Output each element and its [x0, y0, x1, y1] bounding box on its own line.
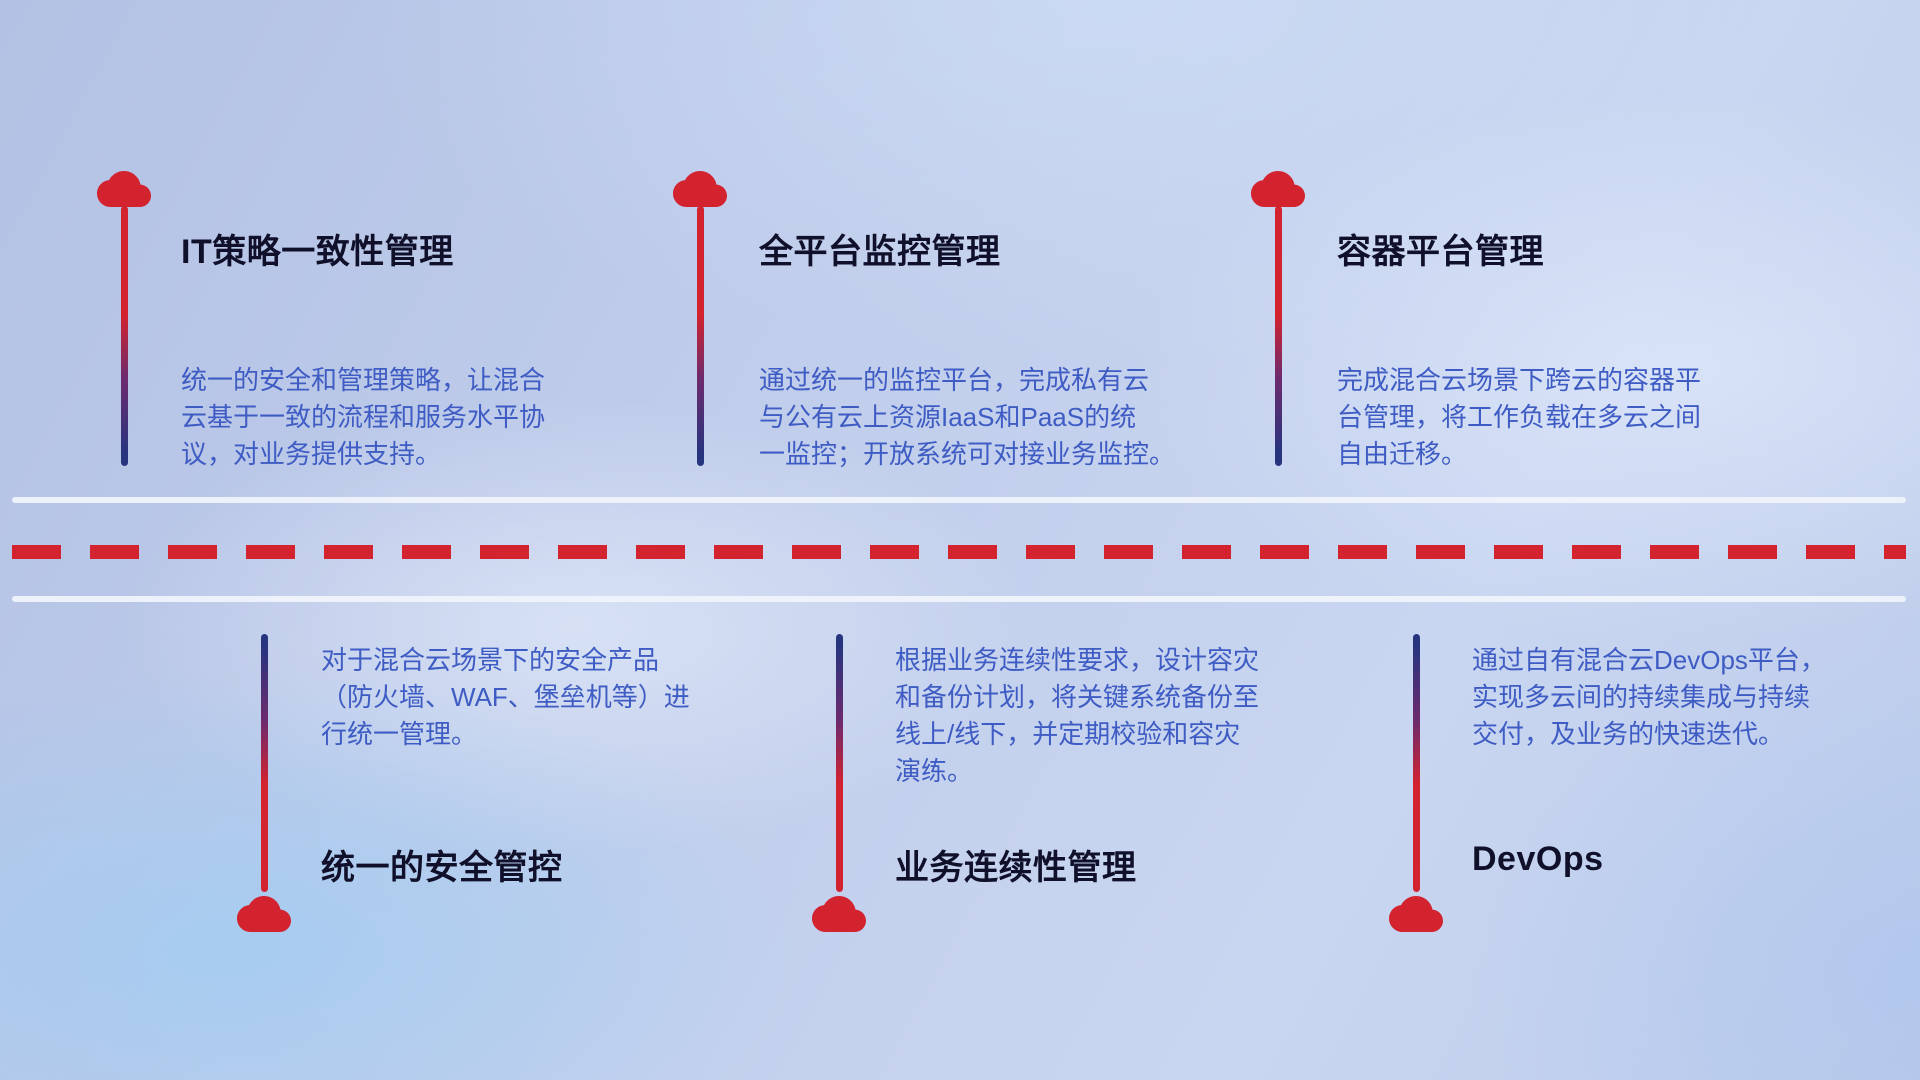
- section-title: 统一的安全管控: [321, 849, 563, 887]
- cloud-icon: [812, 894, 866, 934]
- connector-line: [261, 634, 268, 892]
- section-title: IT策略一致性管理: [181, 233, 454, 271]
- section-description: 通过自有混合云DevOps平台， 实现多云间的持续集成与持续 交付，及业务的快速…: [1472, 645, 1826, 749]
- cloud-icon: [1389, 894, 1443, 934]
- cloud-icon: [1251, 169, 1305, 209]
- section-title: 业务连续性管理: [895, 849, 1137, 887]
- connector-line: [121, 206, 128, 466]
- cloud-icon: [237, 894, 291, 934]
- section-description: 通过统一的监控平台，完成私有云 与公有云上资源IaaS和PaaS的统 一监控；开…: [759, 365, 1176, 469]
- section-title: 全平台监控管理: [759, 233, 1001, 271]
- divider-line-bottom: [12, 596, 1906, 602]
- cloud-icon: [97, 169, 151, 209]
- section-description: 对于混合云场景下的安全产品 （防火墙、WAF、堡垒机等）进 行统一管理。: [321, 645, 690, 749]
- connector-line: [697, 206, 704, 466]
- section-description: 根据业务连续性要求，设计容灾 和备份计划，将关键系统备份至 线上/线下，并定期校…: [895, 645, 1260, 786]
- cloud-icon: [673, 169, 727, 209]
- dashed-divider-line: [12, 545, 1906, 559]
- connector-line: [836, 634, 843, 892]
- section-title: 容器平台管理: [1337, 233, 1544, 271]
- section-description: 完成混合云场景下跨云的容器平 台管理，将工作负载在多云之间 自由迁移。: [1337, 365, 1702, 469]
- connector-line: [1413, 634, 1420, 892]
- section-title: DevOps: [1472, 840, 1604, 878]
- divider-line-top: [12, 497, 1906, 503]
- section-description: 统一的安全和管理策略，让混合 云基于一致的流程和服务水平协 议，对业务提供支持。: [181, 365, 546, 469]
- connector-line: [1275, 206, 1282, 466]
